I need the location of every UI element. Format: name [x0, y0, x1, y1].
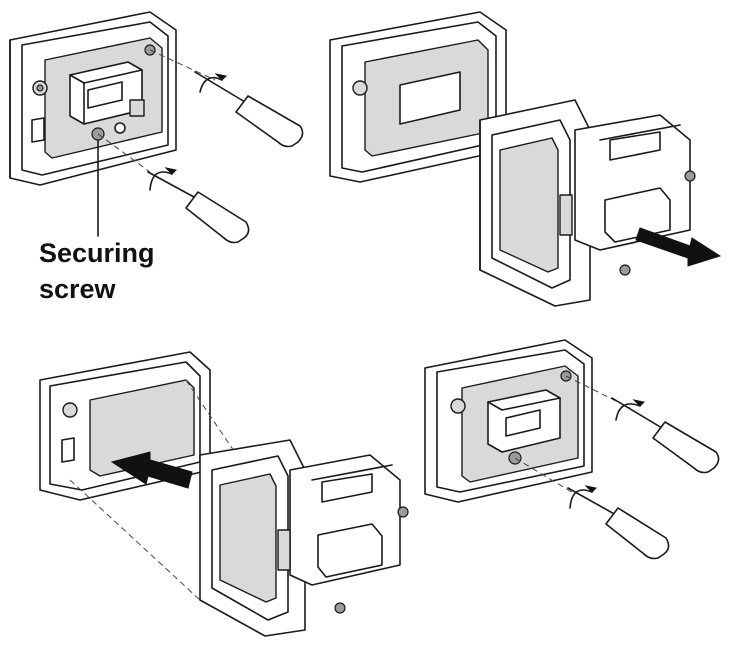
securing-screw-label-line2: screw	[39, 274, 116, 304]
securing-screw-label-line1: Securing	[39, 238, 155, 268]
screwdriver-icon	[567, 485, 670, 560]
screwdriver-icon	[147, 167, 250, 244]
panel-tighten	[424, 339, 720, 560]
screwdriver-icon	[194, 71, 304, 148]
pull-arrow-icon	[635, 227, 722, 267]
screwdriver-icon	[611, 397, 720, 474]
panel-remove	[329, 11, 722, 307]
panel-insert	[39, 351, 409, 637]
panel-unscrew	[9, 11, 304, 244]
insert-arrow-icon	[110, 451, 193, 489]
